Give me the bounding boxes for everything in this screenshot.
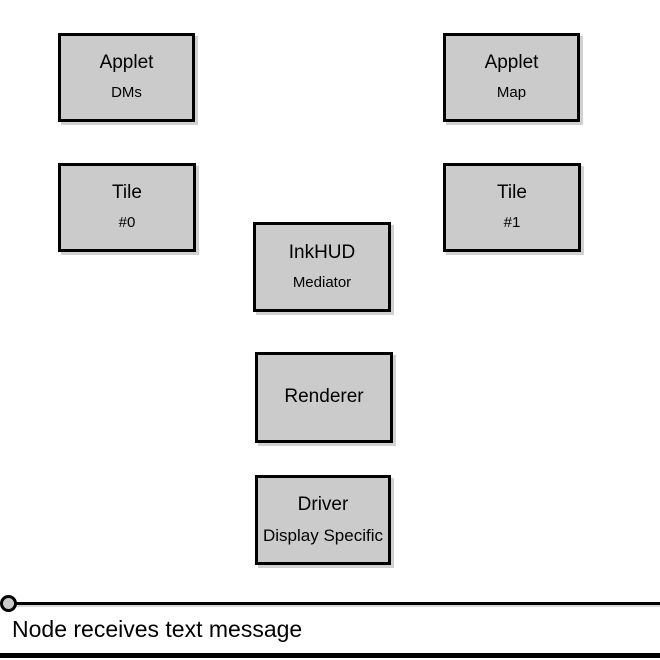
box-renderer: Renderer bbox=[255, 352, 393, 443]
box-subtitle: DMs bbox=[111, 84, 142, 102]
box-subtitle: #0 bbox=[118, 214, 136, 232]
box-driver: Driver Display Specific bbox=[255, 475, 391, 565]
box-applet-map: Applet Map bbox=[443, 33, 580, 122]
box-title: Tile bbox=[112, 182, 142, 204]
box-subtitle: Mediator bbox=[292, 273, 352, 291]
box-applet-dms: Applet DMs bbox=[58, 33, 195, 122]
box-tile-0: Tile #0 bbox=[58, 163, 196, 252]
box-title: Applet bbox=[484, 52, 539, 74]
box-title: Renderer bbox=[284, 386, 364, 408]
box-title: Driver bbox=[297, 493, 349, 515]
box-title: InkHUD bbox=[288, 241, 356, 263]
box-inkhud-mediator: InkHUD Mediator bbox=[253, 222, 391, 312]
timeline-event-label: Node receives text message bbox=[12, 616, 303, 642]
box-title: Applet bbox=[99, 52, 154, 74]
circle-marker-icon bbox=[0, 595, 17, 612]
box-subtitle: Map bbox=[496, 84, 527, 102]
box-tile-1: Tile #1 bbox=[443, 163, 581, 252]
timeline-line bbox=[8, 602, 660, 605]
bottom-divider-bar bbox=[0, 653, 660, 658]
box-subtitle: Display Specific bbox=[263, 525, 383, 545]
box-title: Tile bbox=[497, 182, 527, 204]
box-subtitle: #1 bbox=[503, 214, 521, 232]
